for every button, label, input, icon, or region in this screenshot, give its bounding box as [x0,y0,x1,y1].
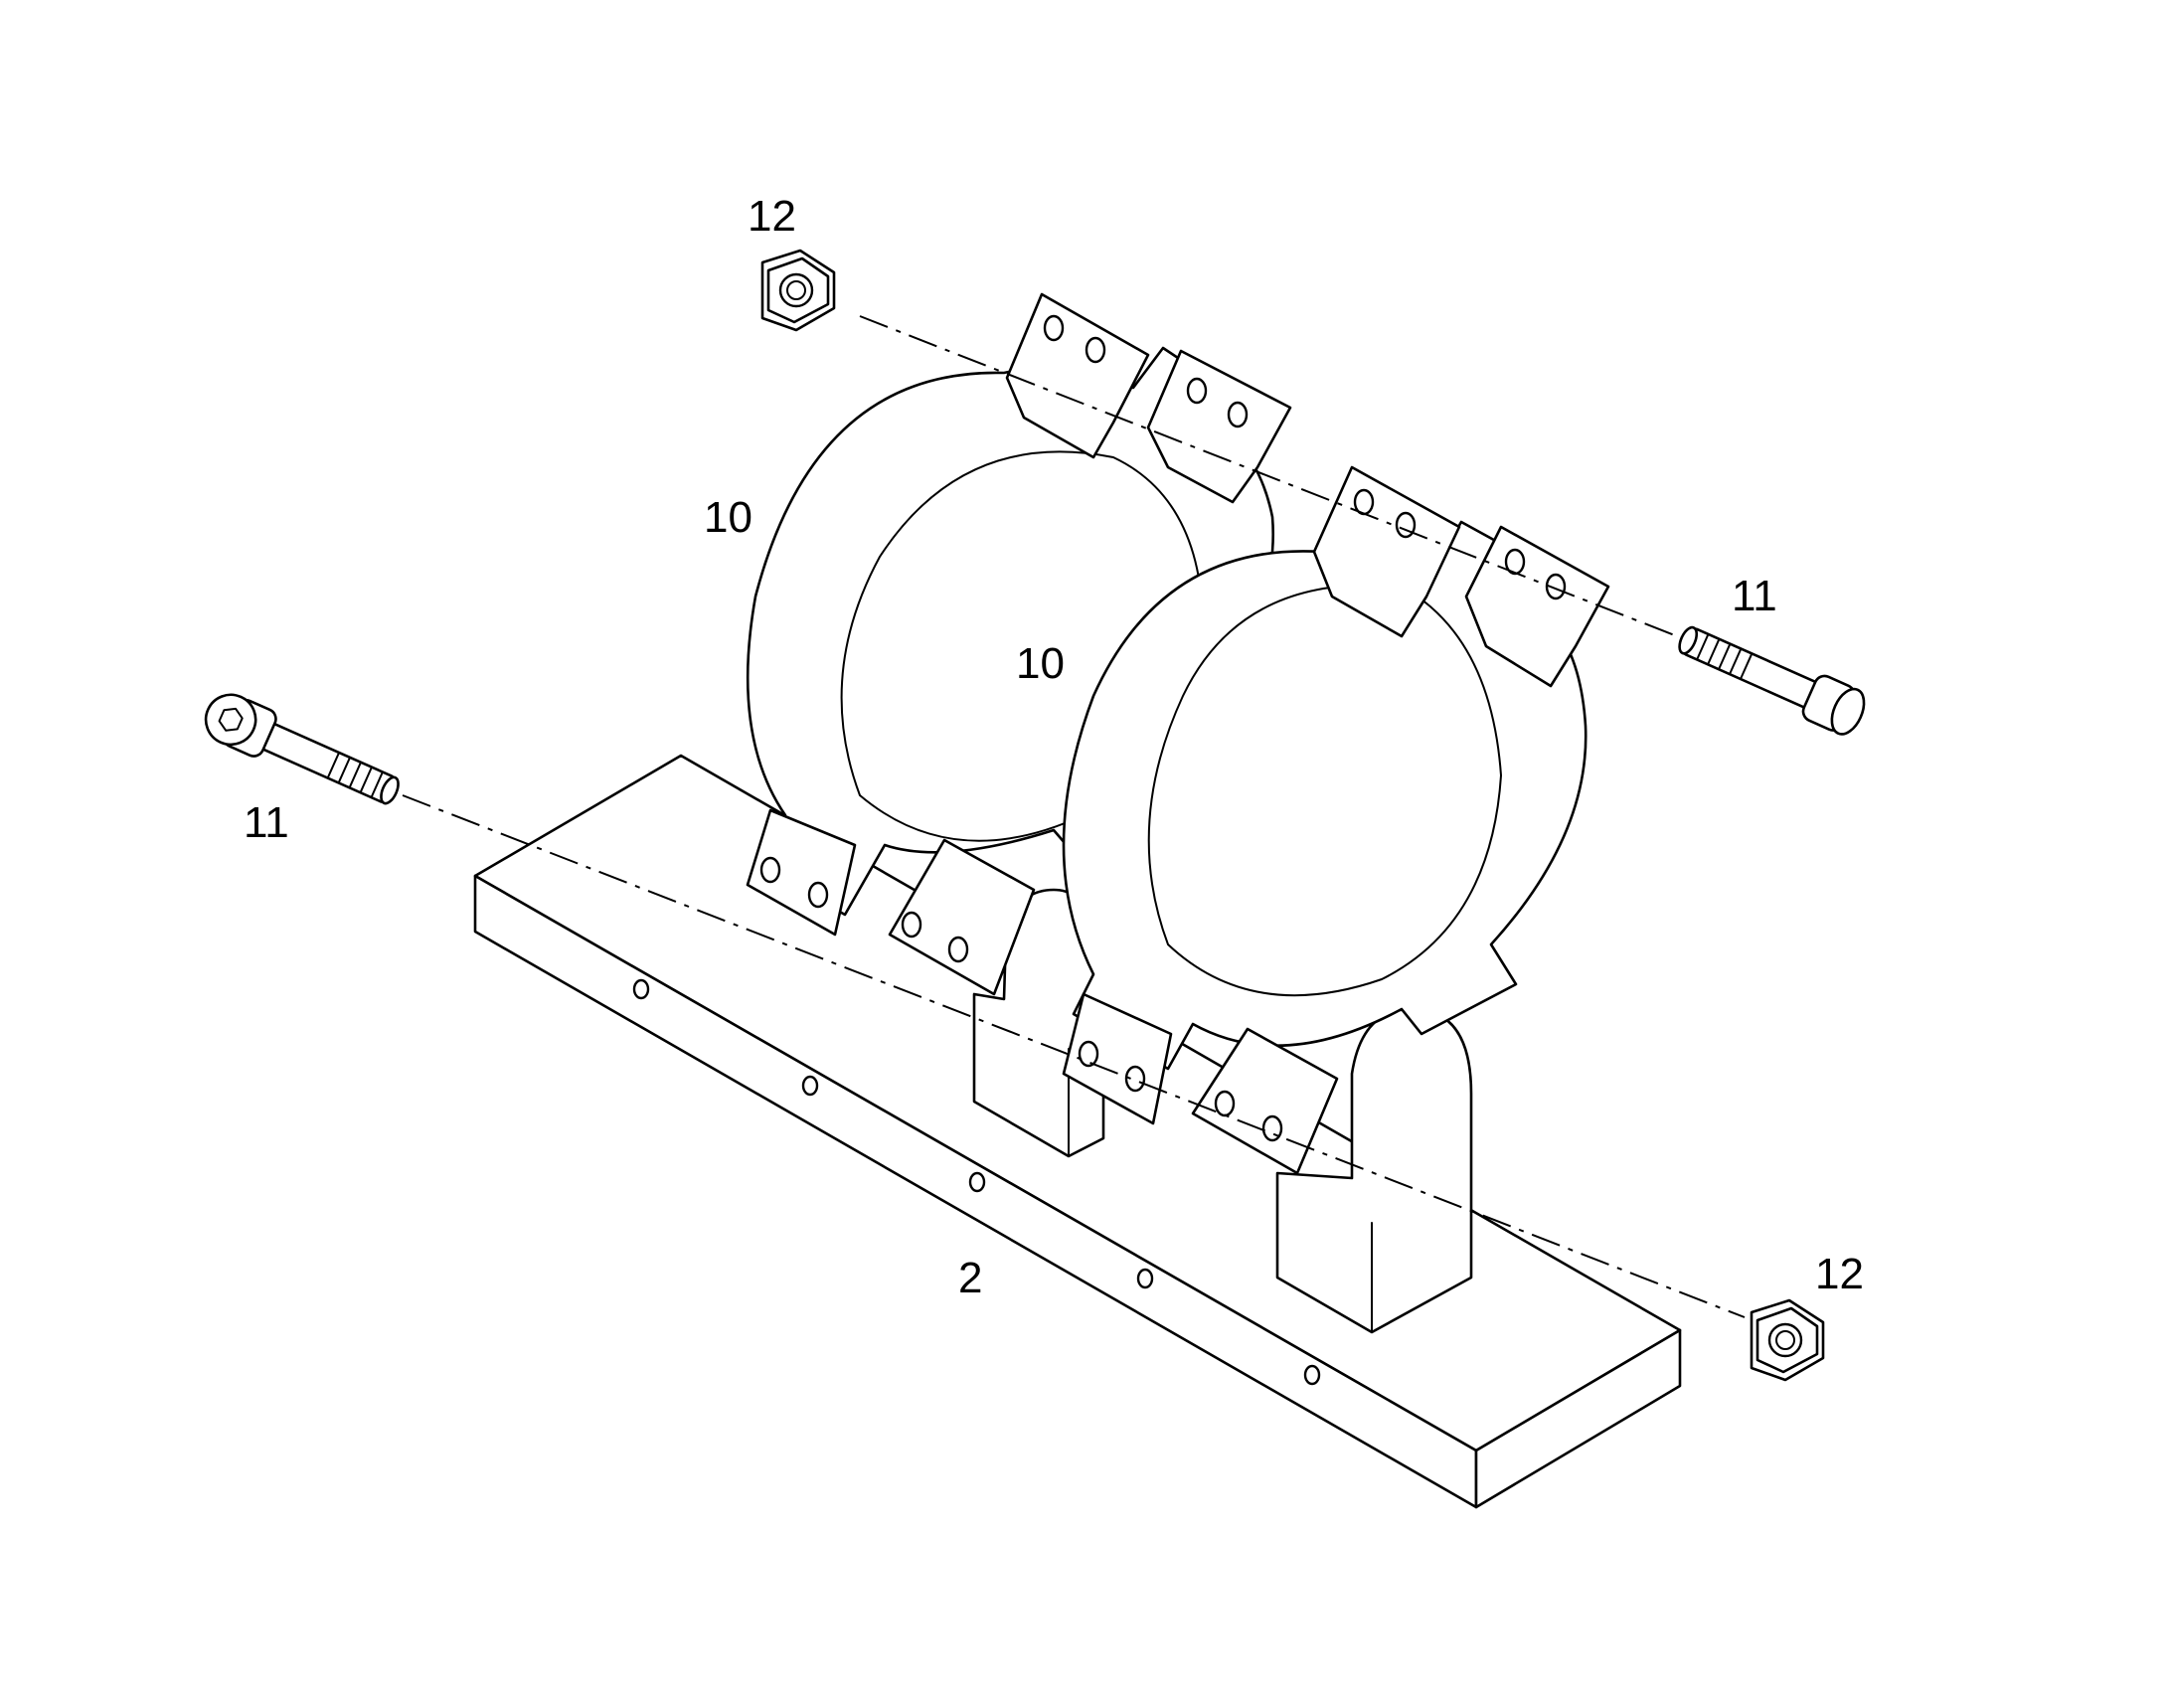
hex-nut-icon [760,249,836,332]
socket-head-bolt-icon [1678,625,1866,736]
socket-head-bolt-icon [204,693,400,805]
base-plate-holes [632,978,1321,1386]
callout-bolt-left: 11 [244,798,289,847]
rear-clamp-tab-lower-left [746,808,857,937]
callout-nut-bottom: 12 [1815,1250,1864,1298]
callout-bolt-right: 11 [1732,572,1777,620]
callout-base: 2 [958,1254,982,1302]
hex-nut-icon [1750,1298,1825,1382]
front-clamp-inner-ring [1147,584,1502,997]
rear-clamp-tab-upper-right [1146,349,1292,504]
rear-clamp-tab-lower-right [888,838,1036,996]
front-clamp-tab-lower-left [1062,992,1173,1125]
callout-clamp-front: 10 [1016,639,1065,688]
front-clamp-tab-lower-right [1191,1027,1339,1175]
rear-clamp-tab-upper-left [1005,292,1150,459]
lower-bolt-axis [402,794,1746,1318]
front-clamp-tab-upper-left [1312,465,1461,638]
callout-clamp-rear: 10 [704,493,752,542]
base-plate-end-face [1474,1328,1682,1509]
callout-nut-top: 12 [748,192,796,241]
upper-bolt-axis [859,315,1691,642]
